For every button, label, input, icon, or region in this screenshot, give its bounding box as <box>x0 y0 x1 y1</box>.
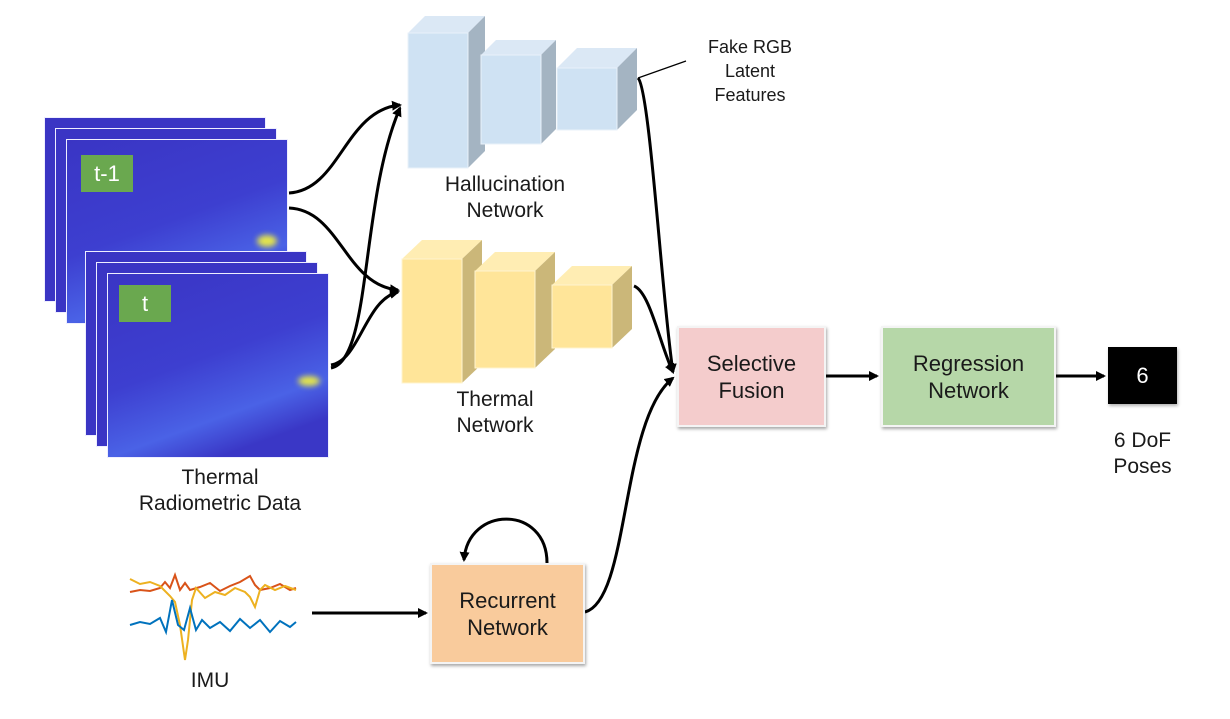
label-line: Regression <box>912 350 1025 376</box>
label-line: Fake RGB <box>707 37 793 57</box>
annotation-leader-line <box>637 60 687 79</box>
thermal-data-label: Thermal Radiometric Data <box>130 465 310 517</box>
label-line: Thermal <box>181 466 259 489</box>
cube <box>407 16 485 169</box>
fake-rgb-annotation: Fake RGB Latent Features <box>680 35 820 107</box>
cube <box>480 40 556 145</box>
output-label: 6 DoF Poses <box>1090 428 1195 480</box>
label-line: 6 DoF <box>1113 429 1172 452</box>
arrow-thermal-to-fusion <box>633 284 675 374</box>
regression-network-box: Regression Network <box>881 326 1056 427</box>
hallucination-network-cubes <box>407 16 637 169</box>
label-line: Features <box>714 85 786 105</box>
output-poses-box: 6 <box>1108 347 1177 404</box>
imu-signal-yellow <box>129 578 297 661</box>
selective-fusion-box: Selective Fusion <box>677 326 826 427</box>
arrow-t1-to-hallucination <box>288 100 402 195</box>
label-line: Network <box>456 414 534 437</box>
thermal-network-cubes <box>401 240 632 384</box>
label-line: Network <box>466 199 544 222</box>
label-line: Recurrent <box>459 587 556 613</box>
imu-signal-blue <box>129 599 297 636</box>
cube <box>551 266 632 349</box>
label-line: Selective <box>706 350 797 376</box>
hallucination-network-label: Hallucination Network <box>410 172 600 224</box>
output-value: 6 <box>1136 363 1149 388</box>
imu-signal-plot <box>129 572 297 661</box>
recurrent-loop-arrow <box>459 517 549 564</box>
thermal-network-label: Thermal Network <box>420 387 570 439</box>
label-line: Hallucination <box>444 173 566 196</box>
frame-tag-t-minus-1: t-1 <box>81 155 133 192</box>
imu-label: IMU <box>190 669 230 692</box>
heat-spot <box>298 376 320 386</box>
label-line: Thermal <box>456 388 534 411</box>
heat-spot <box>257 235 277 247</box>
label-line: Network <box>467 614 548 640</box>
arrow-t-to-thermal <box>330 289 400 367</box>
label-line: Poses <box>1113 455 1172 478</box>
arrow-t-to-hallucination <box>330 106 402 370</box>
cube <box>556 48 637 131</box>
frame-tag-t: t <box>119 285 171 322</box>
label-line: Radiometric Data <box>138 492 302 515</box>
arrow-t1-to-thermal <box>288 206 400 295</box>
arrow-recurrent-to-fusion <box>584 376 675 614</box>
imu-signal-red <box>129 572 297 593</box>
label-line: Fusion <box>718 377 785 403</box>
cube <box>401 240 482 384</box>
label-line: Network <box>928 377 1009 403</box>
cube <box>474 252 555 369</box>
arrow-hallucination-to-fusion <box>636 76 677 374</box>
label-line: Latent <box>724 61 776 81</box>
recurrent-network-box: Recurrent Network <box>430 563 585 664</box>
